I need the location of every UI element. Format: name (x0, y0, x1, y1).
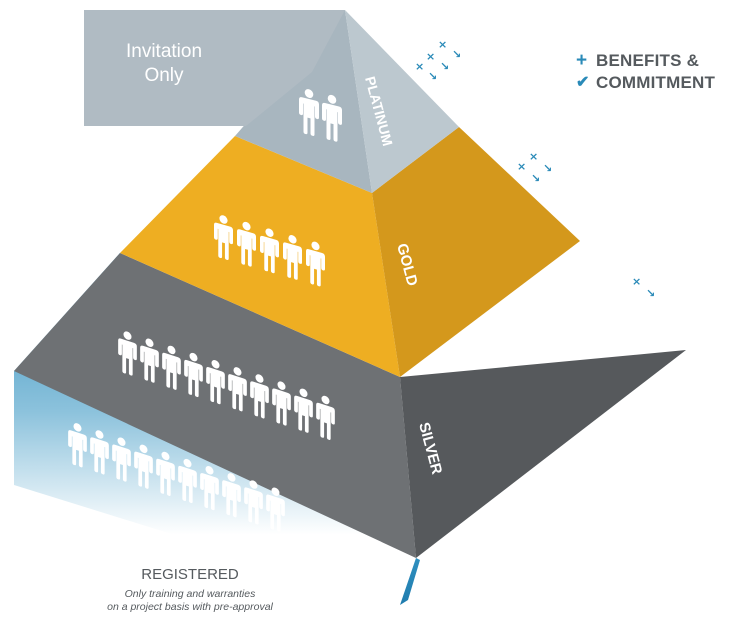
platinum-tier-side (345, 10, 459, 193)
callout-line-1: Invitation (125, 41, 203, 62)
registered-description: Only training and warranties on a projec… (50, 588, 330, 614)
silver-marks: × ↘ (632, 275, 655, 300)
check-icon: ↘ (428, 70, 437, 83)
check-icon: ↘ (646, 287, 655, 300)
silver-tier-front (14, 253, 416, 558)
legend-benefits-label: BENEFITS & (596, 51, 700, 70)
gold-tier-front (120, 136, 400, 377)
invitation-callout-label: Invitation Only (84, 10, 244, 126)
plus-icon: + (576, 50, 588, 71)
registered-tier-side (400, 558, 420, 605)
plus-icon: × (632, 275, 641, 288)
legend-commitment: ✔ COMMITMENT (576, 72, 715, 94)
gold-tier-side (372, 127, 580, 377)
plus-icon: × (426, 50, 435, 63)
check-icon: ↘ (531, 172, 540, 185)
legend-commitment-label: COMMITMENT (596, 73, 716, 92)
plus-icon: × (529, 150, 538, 163)
gold-marks: × × ↘ ↘ (517, 150, 552, 185)
registered-description-line-2: on a project basis with pre-approval (107, 601, 273, 613)
tier-label-registered: REGISTERED (141, 566, 239, 583)
check-icon: ↘ (452, 48, 461, 61)
check-icon: ✔ (576, 74, 590, 91)
plus-icon: × (438, 38, 447, 51)
invitation-callout (84, 10, 345, 126)
platinum-marks: × × × ↘ ↘ ↘ (415, 38, 461, 83)
plus-icon: × (517, 160, 526, 173)
legend-benefits: + BENEFITS & (576, 50, 715, 72)
check-icon: ↘ (440, 60, 449, 73)
silver-tier-side (400, 350, 686, 558)
plus-icon: × (415, 60, 424, 73)
registered-description-line-1: Only training and warranties (124, 588, 256, 600)
check-icon: ↘ (543, 162, 552, 175)
callout-line-2: Only (144, 65, 184, 86)
legend: + BENEFITS & ✔ COMMITMENT (576, 50, 715, 94)
